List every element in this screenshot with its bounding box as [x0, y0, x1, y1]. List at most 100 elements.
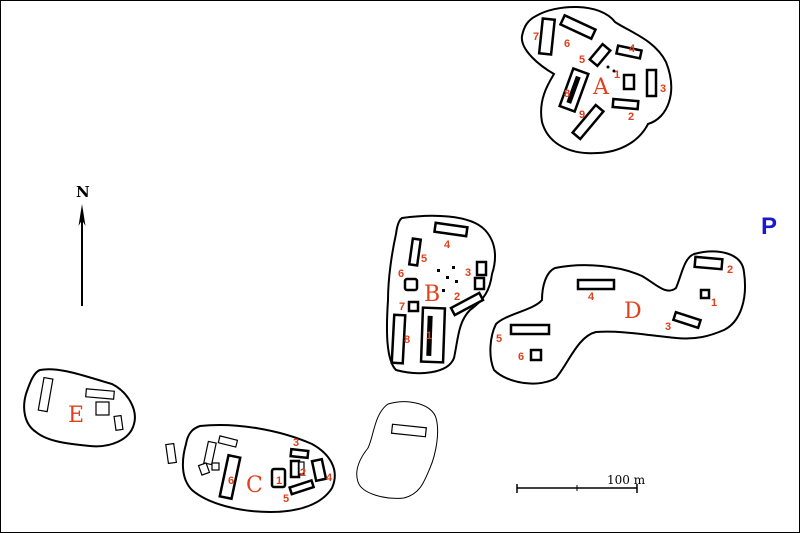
group-e-label: E [68, 403, 84, 428]
group-d-building-1 [699, 288, 711, 300]
group-a-building-7 [537, 17, 557, 56]
group-d-number-2: 2 [727, 264, 733, 276]
group-c-building-3 [289, 447, 310, 460]
group-b-building-1 [419, 306, 447, 364]
group-a-building-4 [614, 44, 644, 60]
group-d-outline [489, 250, 746, 385]
group-b-number-8: 8 [404, 334, 410, 346]
group-c-building-2b [298, 461, 305, 475]
group-b-number-7: 7 [399, 301, 405, 313]
group-d: D 4 2 1 3 5 6 [489, 250, 746, 385]
group-d-number-5: 5 [496, 333, 502, 345]
group-d-number-6: 6 [518, 351, 524, 363]
group-c-number-3: 3 [293, 437, 299, 449]
group-a-number-2: 2 [628, 111, 634, 123]
group-a-number-4: 4 [629, 43, 636, 55]
group-b-point [437, 269, 440, 272]
north-arrow-head [78, 204, 86, 226]
group-c-building-5 [288, 478, 316, 496]
group-a-number-8: 8 [564, 88, 570, 100]
group-b-label: B [424, 282, 440, 307]
p-marker-label: P [761, 213, 777, 240]
group-a-building-3 [645, 68, 658, 98]
scale-bar-label: 100 m [607, 473, 646, 487]
group-b-number-2: 2 [454, 291, 460, 303]
group-b-building-5 [407, 237, 423, 267]
group-a-outline [520, 6, 673, 155]
group-a-building-5 [587, 42, 613, 68]
group-c-number-5: 5 [283, 493, 289, 505]
group-a-label: A [592, 75, 610, 100]
group-b-building-8 [390, 313, 407, 365]
group-b-building-7 [407, 300, 420, 313]
group-a-number-7: 7 [533, 31, 539, 43]
group-a-point [606, 65, 610, 69]
group-c: C 6 1 2 3 4 5 [165, 423, 336, 514]
group-c-building [211, 462, 220, 471]
group-c-number-2: 2 [300, 467, 306, 479]
group-a-building-1 [622, 73, 636, 91]
group-c-label: C [246, 473, 263, 498]
group-b-number-5: 5 [421, 253, 427, 265]
group-b-point [442, 289, 445, 292]
group-c-building-2 [289, 459, 301, 479]
group-e-building [37, 376, 54, 413]
group-a-number-3: 3 [660, 83, 666, 95]
group-b-point [452, 266, 455, 269]
group-c-number-4: 4 [326, 472, 333, 484]
group-b-building-3 [475, 260, 488, 277]
group-d-number-3: 3 [665, 321, 671, 333]
group-b-building-6 [403, 277, 419, 292]
group-b-number-6: 6 [398, 268, 404, 280]
group-e-building [95, 401, 110, 416]
group-b-building-2 [449, 291, 485, 317]
group-d-building-4 [576, 278, 616, 291]
group-a-number-9: 9 [579, 109, 585, 121]
group-b-point [446, 276, 449, 279]
group-d-building-2 [693, 255, 724, 271]
unlabelled-enclosure [356, 401, 439, 499]
group-a-building-8-core [566, 75, 581, 104]
group-c-building [197, 462, 211, 476]
group-c-building-1 [270, 467, 287, 489]
unlabelled-enclosure-outline [356, 401, 439, 499]
group-a-point [612, 69, 616, 73]
group-c-number-1: 1 [276, 475, 282, 487]
group-c-building-6 [218, 453, 242, 501]
group-b-number-3: 3 [465, 267, 471, 279]
group-d-building-5 [509, 323, 551, 336]
group-e-building [113, 414, 124, 432]
group-a-number-5: 5 [579, 54, 585, 66]
group-a-number-6: 6 [564, 38, 570, 50]
group-c-building-4 [310, 457, 328, 483]
group-a-building-9 [570, 103, 606, 141]
group-d-label: D [624, 299, 642, 324]
group-b-number-1: 1 [426, 330, 432, 342]
group-d-number-4: 4 [588, 291, 595, 303]
group-a-number-1: 1 [614, 69, 620, 81]
north-arrow: N [76, 183, 90, 306]
group-a-building-2 [611, 97, 640, 111]
group-e-building [85, 388, 115, 400]
group-d-building-3 [671, 310, 703, 330]
group-b-point [455, 280, 458, 283]
group-e-outline [23, 368, 136, 448]
group-b: B 4 5 6 3 2 7 8 1 [385, 214, 496, 375]
unlabelled-enclosure-building [390, 423, 427, 438]
group-a: A 7 6 5 4 1 3 2 8 9 [520, 6, 673, 155]
group-c-building [217, 435, 239, 448]
group-a-building-6 [558, 13, 598, 41]
group-c-outlier-building [165, 442, 178, 465]
group-d-number-1: 1 [711, 297, 717, 309]
north-label: N [76, 183, 90, 201]
group-b-building-4 [433, 221, 469, 238]
scale-bar: 100 m [516, 473, 646, 493]
group-b-building-1-core [426, 315, 433, 356]
group-c-building [203, 440, 217, 466]
group-c-number-6: 6 [228, 475, 234, 487]
group-b-building-3b [473, 276, 486, 291]
group-b-number-4: 4 [444, 239, 451, 251]
group-e: E [23, 368, 136, 448]
group-d-building-6 [529, 348, 543, 362]
